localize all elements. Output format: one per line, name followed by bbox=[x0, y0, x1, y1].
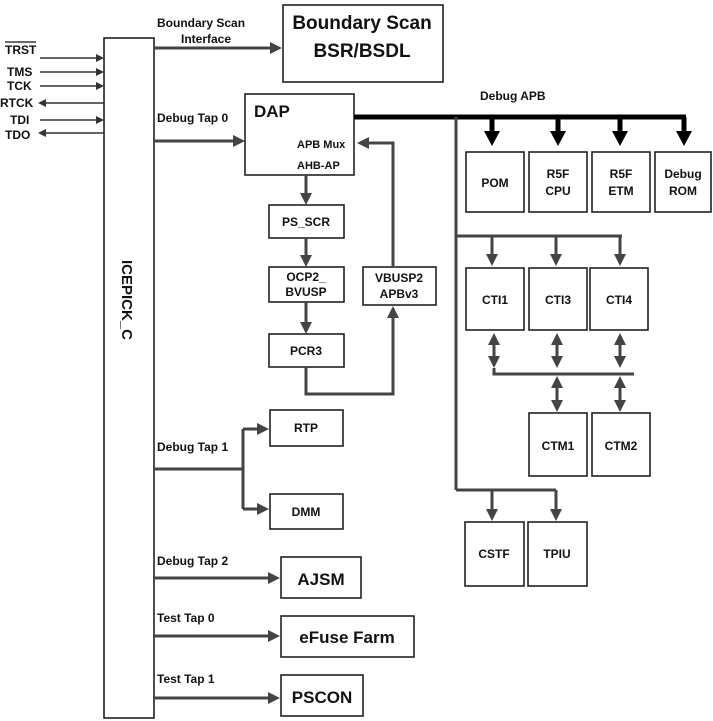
tpiu-box bbox=[527, 521, 588, 587]
pscon-box bbox=[280, 674, 364, 717]
cti4-label: CTI4 bbox=[606, 293, 632, 307]
rtp-label: RTP bbox=[294, 421, 318, 435]
cti1-box bbox=[465, 267, 525, 331]
boundary-scan-title: Boundary Scan bbox=[292, 13, 431, 34]
cstf-label: CSTF bbox=[478, 547, 509, 561]
tpiu-label: TPIU bbox=[543, 547, 570, 561]
signal-rtck: RTCK bbox=[0, 96, 34, 110]
dap-title: DAP bbox=[254, 102, 290, 121]
ajsm-box bbox=[280, 556, 362, 599]
ocp2-bvusp-box bbox=[268, 266, 345, 303]
ctm2-box bbox=[591, 412, 651, 477]
r5f-cpu-label-2: CPU bbox=[545, 184, 570, 198]
r5f-etm-label-1: R5F bbox=[610, 167, 633, 181]
debug-apb-label: Debug APB bbox=[480, 89, 546, 103]
vbusp2-label-2: APBv3 bbox=[380, 287, 419, 301]
dmm-label: DMM bbox=[292, 505, 321, 519]
dap-apb-mux: APB Mux bbox=[297, 139, 346, 151]
signal-tck: TCK bbox=[7, 79, 32, 93]
ctm1-label: CTM1 bbox=[542, 439, 575, 453]
cstf-box bbox=[464, 521, 525, 587]
cti3-box bbox=[528, 267, 588, 331]
rtp-box bbox=[269, 409, 344, 447]
vbusp2-label-1: VBUSP2 bbox=[375, 271, 423, 285]
vbusp2-apbv3-box bbox=[362, 266, 437, 306]
test-tap-1-label: Test Tap 1 bbox=[157, 672, 215, 686]
icepick-box bbox=[103, 37, 155, 719]
cti4-box bbox=[589, 267, 649, 331]
dmm-box bbox=[269, 493, 344, 530]
r5f-cpu-label-1: R5F bbox=[547, 167, 570, 181]
pom-label: POM bbox=[481, 176, 508, 190]
cti3-label: CTI3 bbox=[545, 293, 571, 307]
test-tap-0-label: Test Tap 0 bbox=[157, 611, 215, 625]
ajsm-label: AJSM bbox=[297, 570, 344, 589]
icepick-label: ICEPICK_C bbox=[118, 260, 135, 340]
r5f-etm-box bbox=[591, 151, 651, 213]
debug-tap-1-label: Debug Tap 1 bbox=[157, 440, 228, 454]
efuse-farm-box bbox=[280, 615, 415, 658]
r5f-etm-label-2: ETM bbox=[608, 184, 633, 198]
boundary-scan-subtitle: BSR/BSDL bbox=[313, 41, 411, 62]
signal-tdo: TDO bbox=[5, 128, 30, 142]
boundary-scan-interface-label-2: Interface bbox=[181, 32, 231, 46]
signal-trst: TRST bbox=[5, 43, 37, 57]
dap-box bbox=[244, 93, 355, 176]
pom-box bbox=[465, 151, 525, 213]
debug-rom-label-1: Debug bbox=[664, 167, 701, 181]
ctm1-box bbox=[528, 412, 588, 477]
debug-rom-box bbox=[654, 151, 712, 213]
debug-tap-2-label: Debug Tap 2 bbox=[157, 554, 228, 568]
boundary-scan-box bbox=[282, 4, 444, 83]
ps-scr-label: PS_SCR bbox=[282, 215, 330, 229]
ocp2-label-1: OCP2_ bbox=[286, 270, 326, 284]
dap-ahb-ap: AHB-AP bbox=[297, 160, 340, 172]
pcr3-label: PCR3 bbox=[290, 344, 322, 358]
cti1-label: CTI1 bbox=[482, 293, 508, 307]
r5f-cpu-box bbox=[528, 151, 588, 213]
signal-tdi: TDI bbox=[10, 113, 29, 127]
boundary-scan-interface-label: Boundary Scan bbox=[157, 16, 245, 30]
signal-tms: TMS bbox=[7, 65, 32, 79]
debug-rom-label-2: ROM bbox=[669, 184, 697, 198]
jtag-pins: TRST TMS TCK RTCK TDI TDO bbox=[0, 41, 104, 142]
ocp2-label-2: BVUSP bbox=[285, 285, 326, 299]
ctm2-label: CTM2 bbox=[605, 439, 638, 453]
debug-tap-0-label: Debug Tap 0 bbox=[157, 111, 228, 125]
efuse-farm-label: eFuse Farm bbox=[299, 628, 394, 647]
pscon-label: PSCON bbox=[292, 688, 352, 707]
